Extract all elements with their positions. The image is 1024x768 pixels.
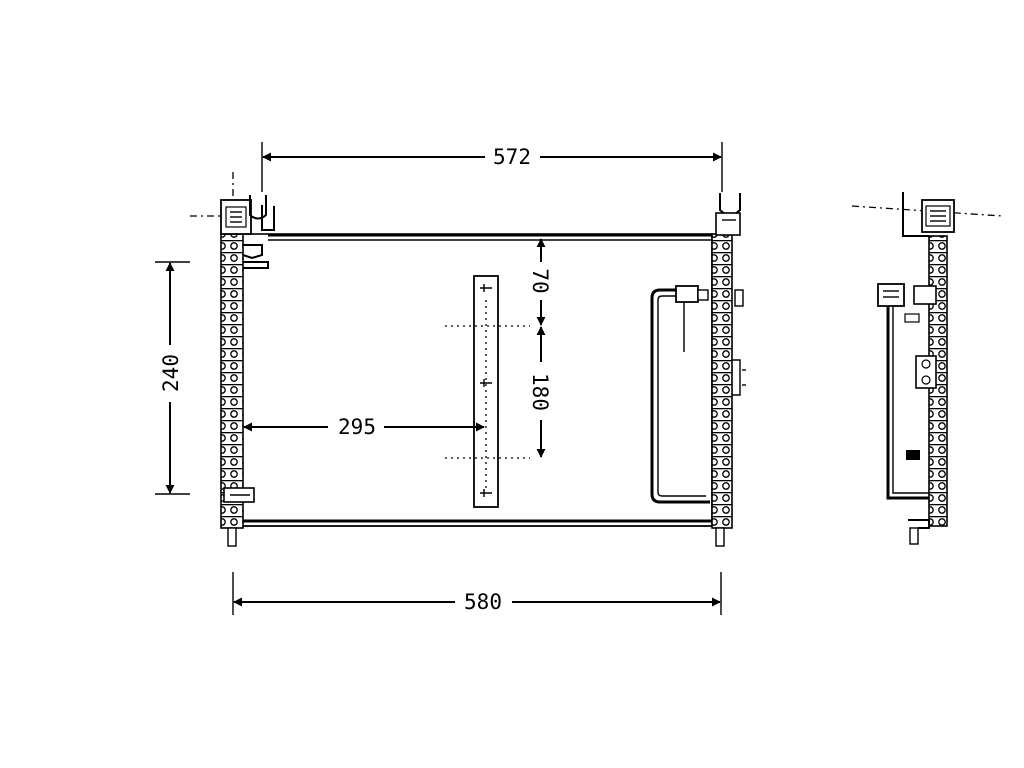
dim-bracket-offset: 295 [338, 415, 376, 439]
dimension-295: 295 [243, 415, 485, 439]
dim-bracket-span: 180 [528, 373, 552, 411]
dim-bracket-top: 70 [528, 268, 552, 293]
side-view [851, 192, 1003, 545]
dimension-572: 572 [261, 142, 723, 192]
dim-top-width: 572 [493, 145, 531, 169]
right-header-tank [711, 233, 733, 529]
dimension-70: 70 [528, 238, 552, 326]
front-view [190, 172, 746, 547]
dimension-580: 580 [232, 572, 722, 615]
left-header-tank [220, 233, 244, 529]
top-right-mount [715, 193, 741, 236]
dim-height: 240 [159, 354, 183, 392]
bottom-right-pin [715, 527, 725, 547]
dim-bottom-width: 580 [464, 590, 502, 614]
drier-pipe [650, 285, 746, 504]
bottom-left-bracket [223, 487, 255, 547]
center-bracket [445, 275, 530, 508]
top-left-mount [190, 172, 275, 269]
dimension-240: 240 [155, 261, 190, 495]
dimension-180: 180 [528, 326, 552, 458]
